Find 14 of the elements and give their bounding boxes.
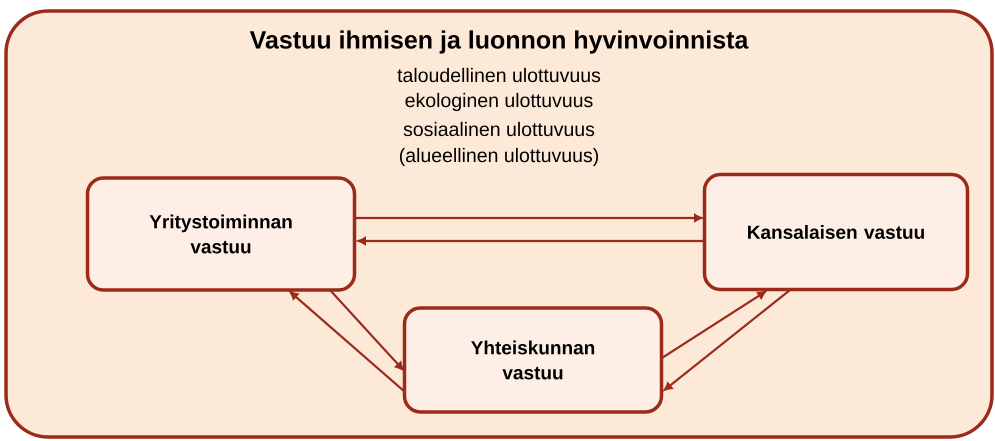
dimension-text: (alueellinen ulottuvuus) (400, 148, 598, 166)
arrow (661, 290, 766, 359)
dimension-text: sosiaalinen ulottuvuus (404, 122, 594, 136)
arrow (355, 214, 702, 222)
dimension-text: taloudellinen ulottuvuus (397, 68, 600, 82)
arrow (664, 289, 791, 391)
arrow (290, 291, 406, 393)
arrow (358, 237, 705, 245)
dimension-text: ekologinen ulottuvuus (406, 92, 593, 112)
process-box: Yritystoiminnan vastuu (86, 176, 356, 292)
title: Vastuu ihmisen ja luonnon hyvinvoinnista (250, 30, 749, 54)
arrow (329, 289, 404, 370)
process-box: Yhteiskunnan vastuu (402, 306, 664, 414)
process-box: Kansalaisen vastuu (702, 172, 970, 292)
